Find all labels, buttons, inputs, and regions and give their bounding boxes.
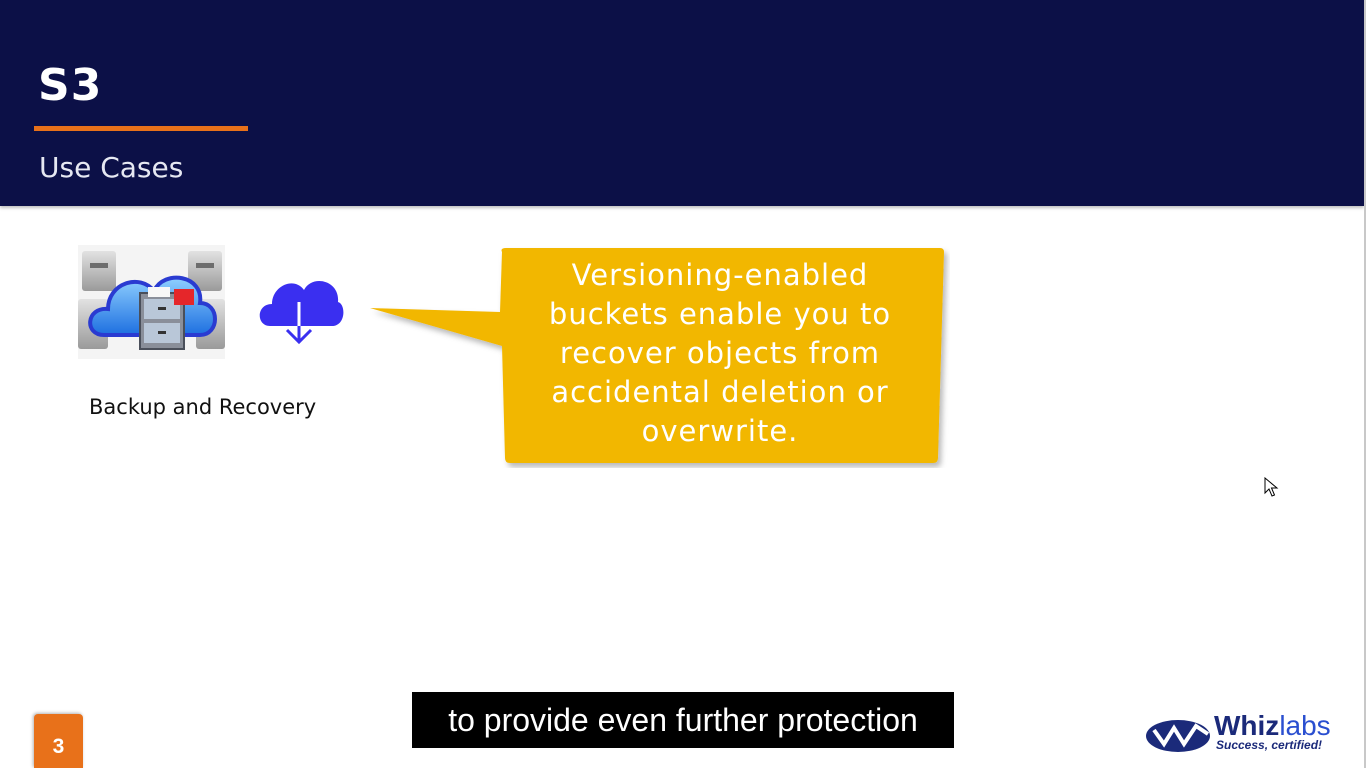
mouse-cursor-icon: [1264, 476, 1280, 499]
cloud-file-cabinet-icon: [78, 245, 225, 359]
use-case-label: Backup and Recovery: [89, 395, 317, 419]
whizlabs-logo: Whizlabs Success, certified!: [1144, 708, 1344, 758]
logo-name-part2: labs: [1279, 710, 1331, 741]
slide-header: S3 Use Cases: [0, 0, 1364, 206]
logo-name-part1: Whiz: [1214, 710, 1280, 741]
callout-bubble: [370, 246, 950, 468]
video-caption: to provide even further protection: [412, 692, 954, 748]
slide-title: S3: [38, 60, 103, 111]
title-underline: [34, 126, 248, 131]
logo-tagline: Success, certified!: [1216, 738, 1323, 752]
logo-mark-icon: [1146, 720, 1210, 752]
slide-subtitle: Use Cases: [39, 151, 184, 184]
logo-wordmark: Whizlabs: [1214, 708, 1331, 744]
cloud-download-icon: [254, 270, 344, 348]
window-edge: [1364, 0, 1366, 768]
callout-text: Versioning-enabled buckets enable you to…: [548, 258, 892, 448]
page-number-badge: 3: [34, 714, 83, 768]
